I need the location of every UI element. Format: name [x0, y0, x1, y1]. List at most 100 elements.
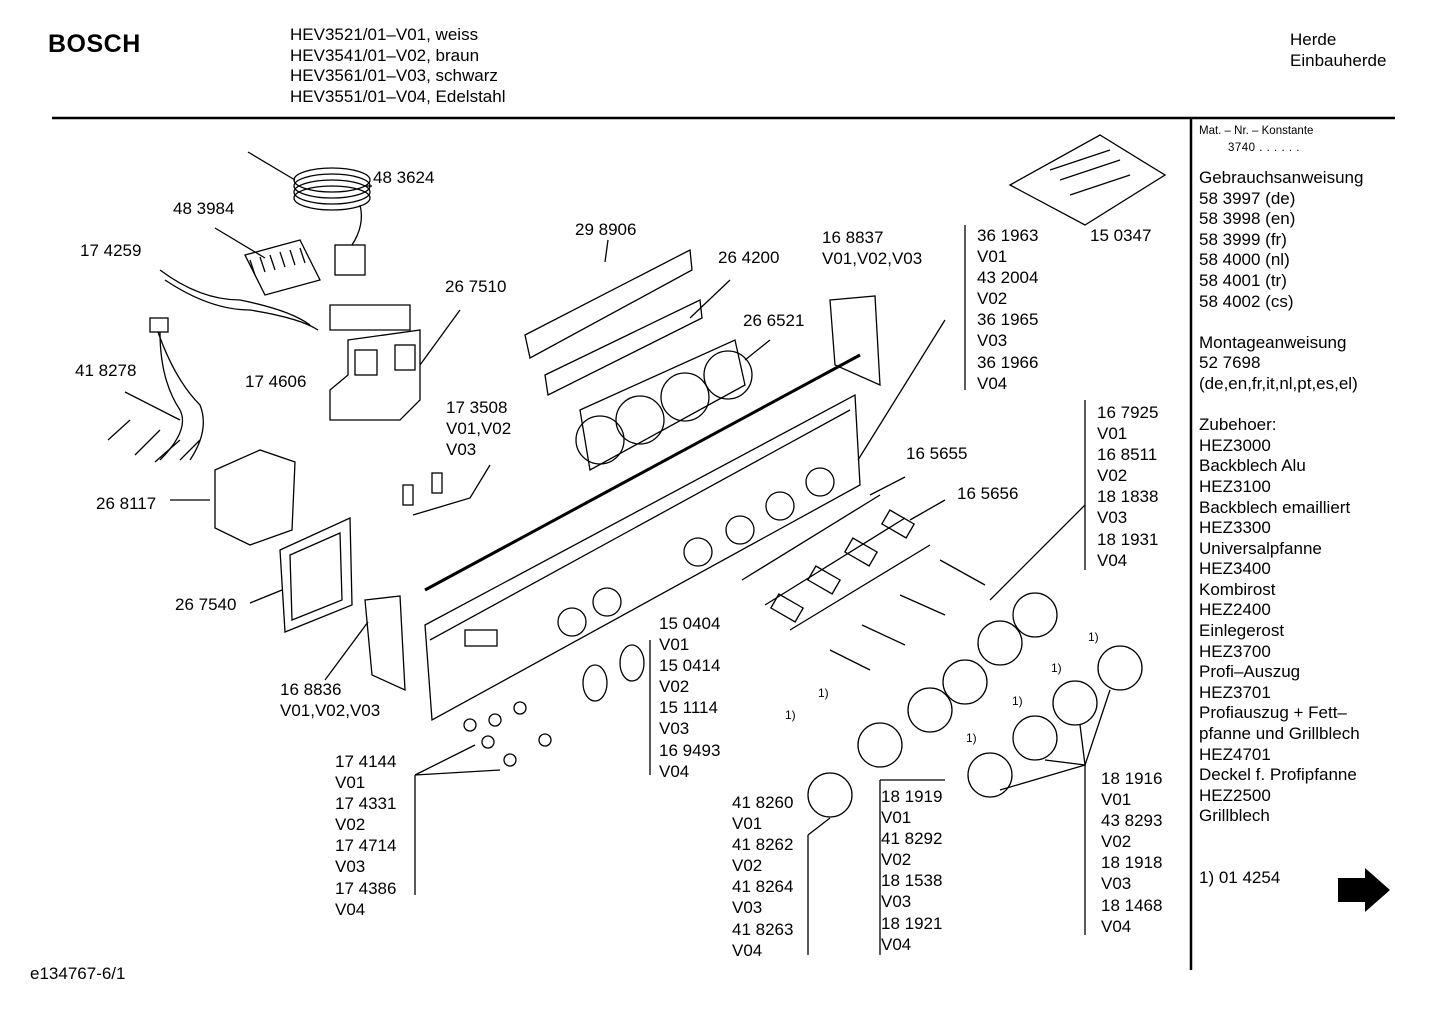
variant: V03	[732, 898, 763, 918]
part-label: 16 5656	[957, 484, 1019, 503]
variant: V02	[1097, 466, 1128, 486]
frame-drawing	[249, 516, 353, 633]
sidebar-line: HEZ3701	[1199, 682, 1271, 702]
part-label-group: 16 8836 V01,V02,V03	[280, 679, 380, 721]
part-label-group: 18 1919 V01 41 8292 V02 18 1538 V03 18 1…	[881, 786, 942, 955]
next-page-arrow-icon	[1338, 868, 1390, 912]
model-list: HEV3521/01–V01, weiss HEV3541/01–V02, br…	[290, 25, 506, 107]
variant: V02	[659, 677, 690, 697]
sidebar-line: Kombirost	[1199, 579, 1276, 599]
sidebar-line: Gebrauchsanweisung	[1199, 168, 1364, 187]
variant: V04	[977, 373, 1008, 393]
part-label: 26 8117	[96, 494, 157, 513]
part-number: 18 1838	[1097, 487, 1159, 507]
footnote-marker: 1)	[1051, 661, 1062, 675]
part-label-group: 36 1963 V01 43 2004 V02 36 1965 V03 36 1…	[977, 225, 1038, 394]
variant: V03	[659, 719, 690, 739]
sidebar-line: HEZ2400	[1199, 600, 1271, 620]
variant: V02	[881, 850, 912, 870]
variant: V03	[335, 857, 366, 877]
part-number: 16 8511	[1097, 445, 1158, 465]
variant: V02	[1101, 832, 1132, 852]
part-number: 41 8262	[732, 835, 794, 855]
sidebar-line: HEZ3300	[1199, 518, 1271, 538]
part-number: 18 1468	[1101, 895, 1163, 915]
variant: V01,V02	[446, 419, 512, 439]
variant: V04	[732, 940, 763, 960]
sidebar-line: HEZ3100	[1199, 476, 1271, 496]
part-number: 17 4331	[335, 794, 397, 814]
part-label: 17 4259	[80, 241, 142, 260]
drawing-id: e134767-6/1	[30, 964, 126, 983]
part-number: 18 1919	[881, 787, 943, 806]
part-number: 17 4714	[335, 836, 397, 856]
selector-switch-drawing	[214, 227, 321, 296]
rings-drawing	[582, 640, 651, 775]
variant: V03	[1097, 508, 1128, 528]
variant: V03	[881, 892, 912, 912]
part-number: 18 1918	[1101, 853, 1163, 873]
part-label: 26 6521	[743, 311, 805, 330]
part-number: 36 1963	[977, 226, 1039, 245]
sidebar-line: 58 3997 (de)	[1199, 188, 1296, 208]
part-number: 17 4386	[335, 878, 397, 898]
sidebar-line: 58 4002 (cs)	[1199, 291, 1294, 311]
part-label: 26 7540	[175, 595, 237, 614]
part-number: 17 3508	[446, 398, 508, 417]
part-number: 15 1114	[659, 698, 718, 718]
sidebar-line: Backblech Alu	[1199, 456, 1306, 476]
sidebar-line: pfanne und Grillblech	[1199, 724, 1360, 744]
sidebar-line: HEZ4701	[1199, 744, 1271, 764]
variant: V02	[335, 815, 366, 835]
category-line: Einbauherde	[1290, 50, 1387, 70]
springs-drawing	[741, 494, 931, 631]
part-number: 43 2004	[977, 268, 1039, 288]
side-bracket-drawing	[324, 595, 406, 692]
bracket-drawing	[329, 304, 461, 421]
sidebar-line: Backblech emailliert	[1199, 497, 1351, 517]
part-number: 16 9493	[659, 740, 721, 760]
housing-drawing	[170, 449, 296, 546]
sidebar-spacer	[1199, 312, 1363, 333]
temperature-sensor-drawing	[247, 151, 372, 276]
sidebar-line: HEZ3700	[1199, 641, 1271, 661]
part-label: 29 8906	[575, 220, 637, 239]
variant: V01,V02,V03	[280, 701, 381, 721]
variant: V04	[1101, 916, 1132, 936]
part-number: 17 4144	[335, 752, 397, 771]
variant: V01	[1097, 424, 1128, 444]
sidebar-line: HEZ2500	[1199, 785, 1271, 805]
model-line: HEV3561/01–V03, schwarz	[290, 66, 498, 85]
part-label-group: 17 3508 V01,V02 V03	[446, 397, 511, 460]
part-label-group: 15 0404 V01 15 0414 V02 15 1114 V03 16 9…	[659, 613, 720, 782]
sidebar-line: 58 4001 (tr)	[1199, 270, 1287, 290]
part-number: 41 8264	[732, 877, 794, 897]
sidebar-line: 58 3999 (fr)	[1199, 229, 1287, 249]
sidebar-line: Profi–Auszug	[1199, 662, 1301, 682]
variant: V01,V02,V03	[822, 249, 923, 269]
wiring-harness-drawing	[107, 269, 319, 463]
part-label: 41 8278	[75, 361, 137, 380]
part-number: 18 1538	[881, 871, 943, 891]
sidebar-line: HEZ3000	[1199, 435, 1271, 455]
part-number: 18 1931	[1097, 529, 1159, 549]
sidebar-line: Zubehoer:	[1199, 415, 1277, 435]
variant: V04	[881, 934, 912, 954]
control-panel-drawing	[424, 319, 946, 722]
part-number: 15 0414	[659, 656, 721, 676]
sidebar-line: (de,en,fr,it,nl,pt,es,el)	[1199, 373, 1358, 393]
sidebar-line: Einlegerost	[1199, 621, 1285, 641]
part-number: 15 0404	[659, 614, 721, 633]
footnote-marker: 1)	[785, 708, 796, 722]
footnote-reference: 1) 01 4254	[1199, 868, 1281, 887]
part-label-group: 16 8837 V01,V02,V03	[822, 227, 922, 269]
part-label-group: 41 8260 V01 41 8262 V02 41 8264 V03 41 8…	[732, 792, 793, 961]
sidebar-line: Grillblech	[1199, 806, 1270, 826]
variant: V04	[335, 899, 366, 919]
part-label-group: 17 4144 V01 17 4331 V02 17 4714 V03 17 4…	[335, 751, 396, 920]
category-line: Herde	[1290, 30, 1337, 49]
part-label: 16 5655	[906, 444, 968, 463]
variant: V02	[977, 289, 1008, 309]
part-number: 41 8263	[732, 919, 794, 939]
